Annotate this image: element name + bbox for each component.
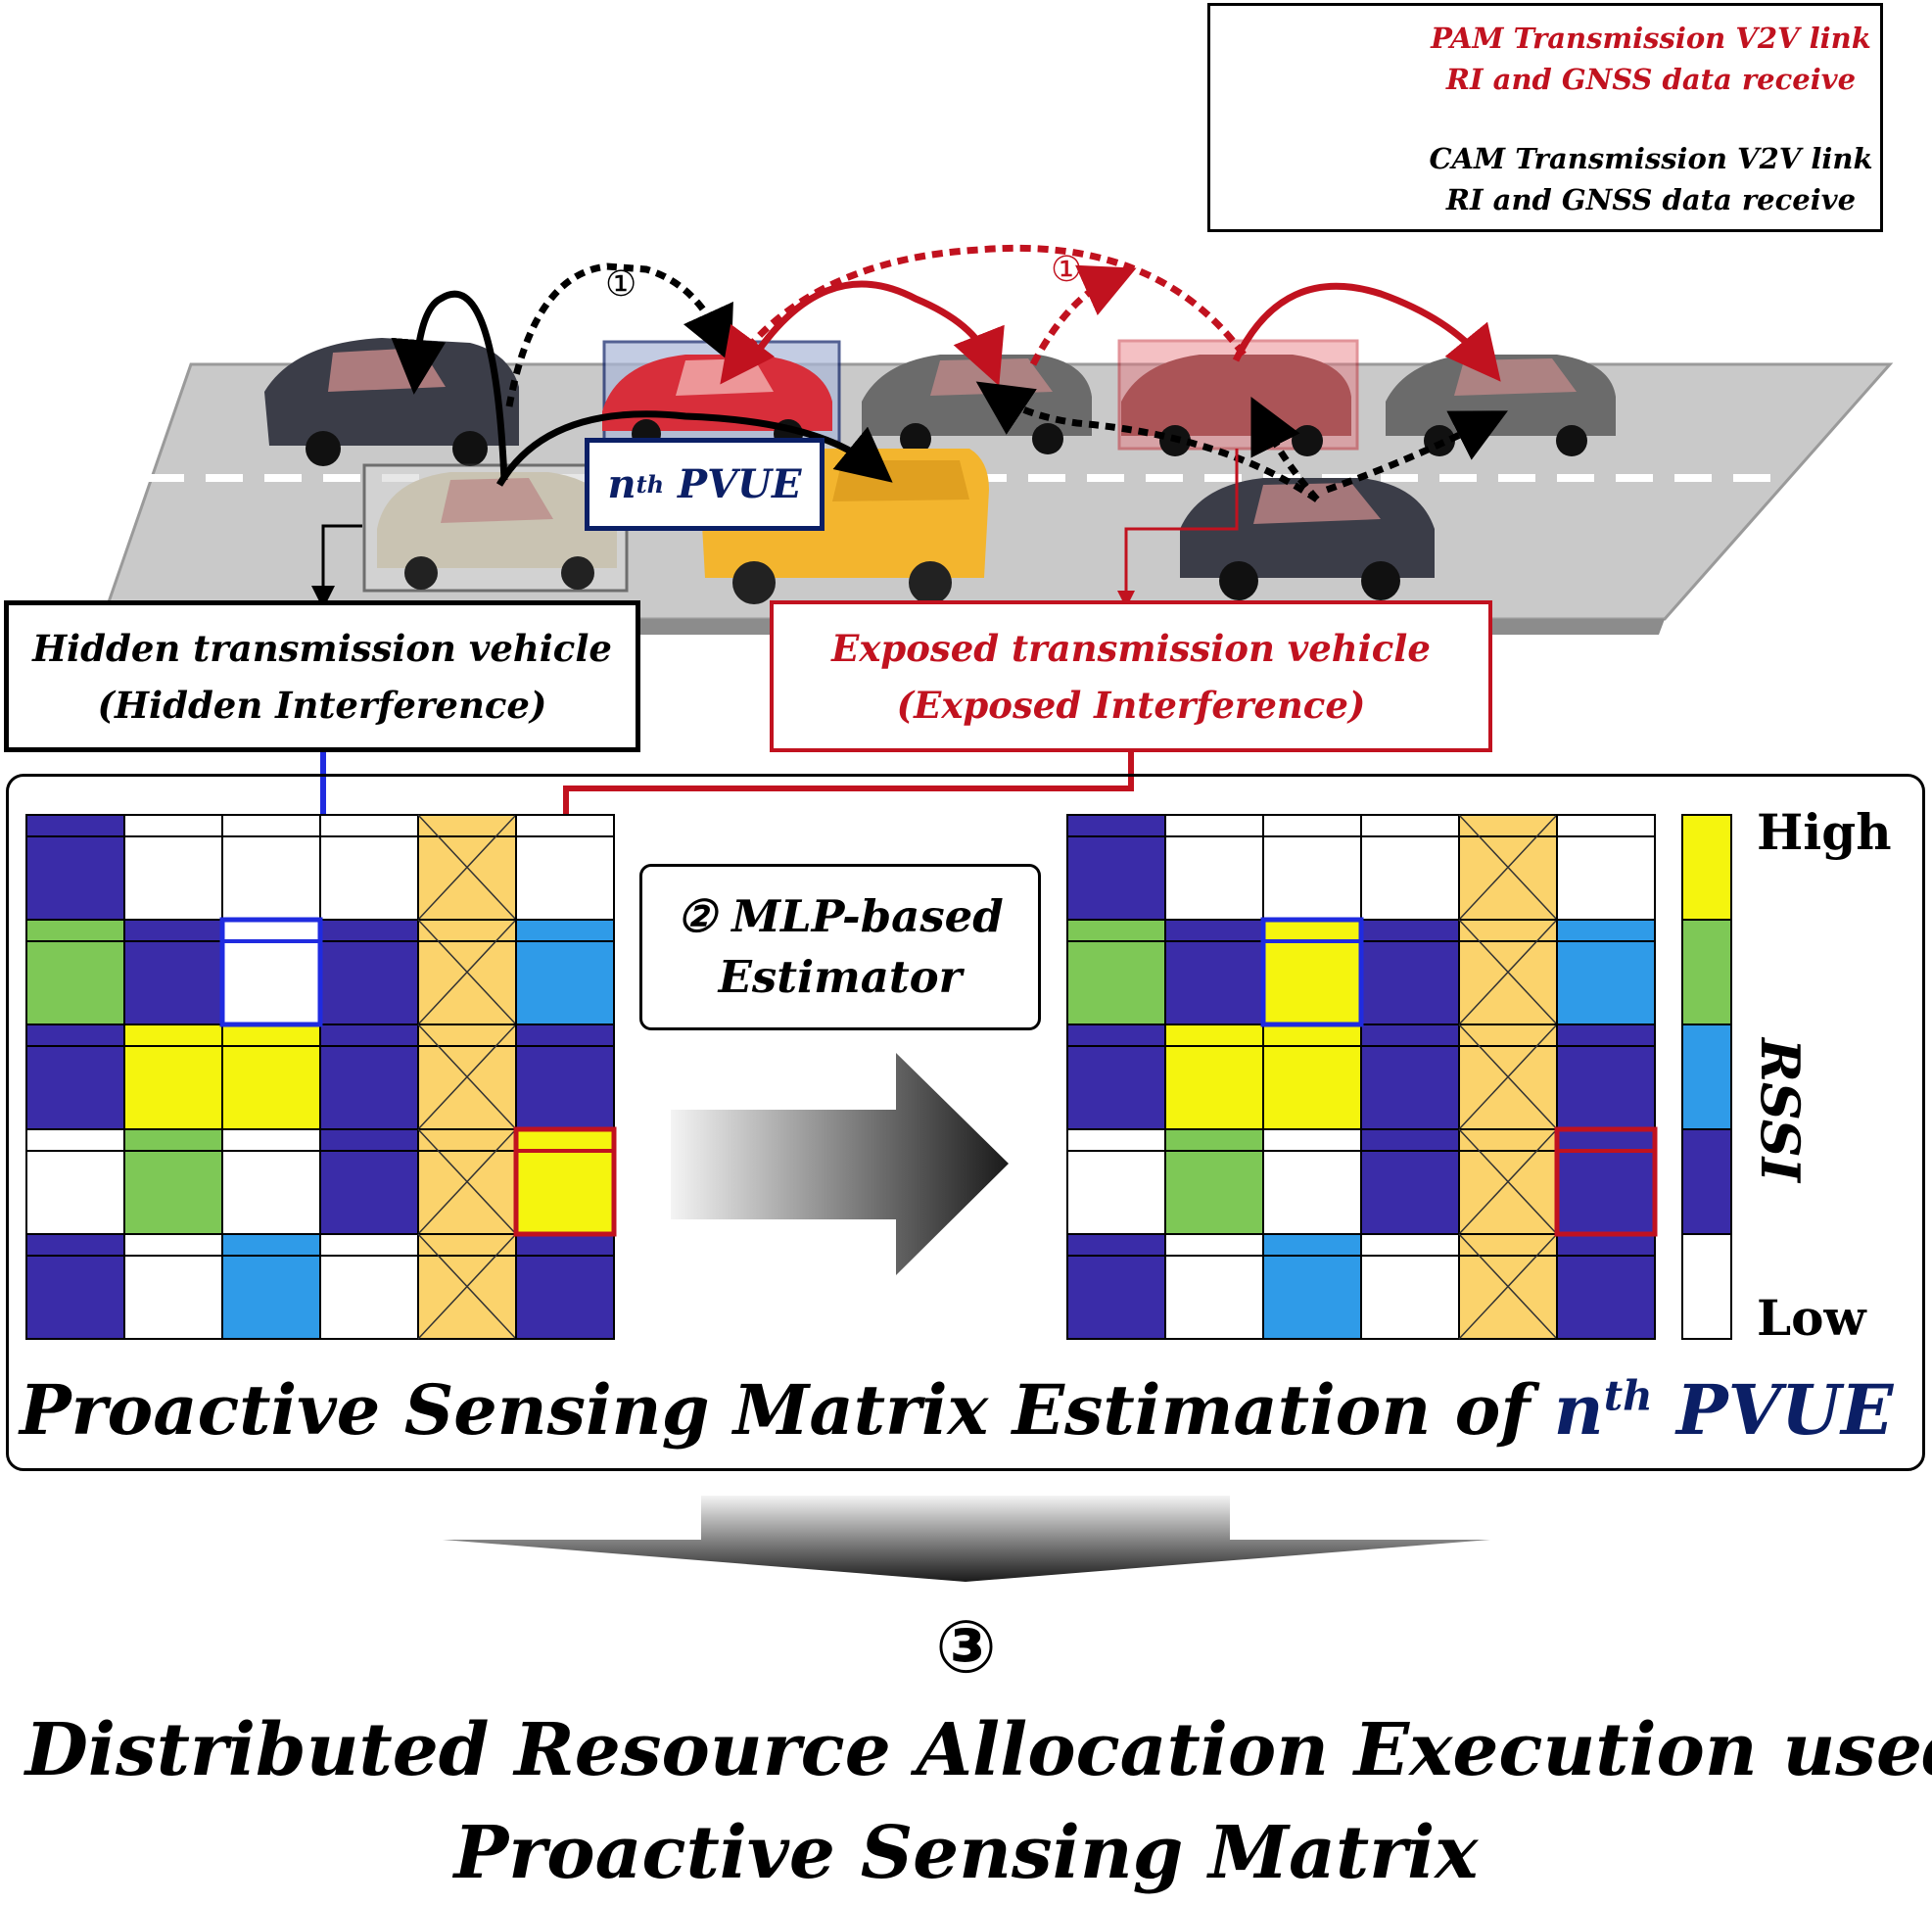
matrix-cell xyxy=(25,1233,125,1340)
exposed-highlight-cell xyxy=(513,1126,617,1237)
exposed-line1: Exposed transmission vehicle xyxy=(831,626,1431,670)
matrix-cell xyxy=(1164,1024,1264,1130)
matrix-cell xyxy=(515,814,615,921)
hatch-line xyxy=(417,1233,517,1340)
pvue-text: PVUE xyxy=(664,461,802,507)
panel-title-n: n xyxy=(1553,1369,1604,1451)
pvue-n: n xyxy=(607,461,636,507)
step3-marker: ③ xyxy=(935,1605,997,1690)
matrix-cell xyxy=(1066,919,1166,1025)
panel-title-prefix: Proactive Sensing Matrix Estimation of xyxy=(20,1369,1554,1451)
matrix-cell xyxy=(1066,814,1166,921)
rssi-scale-step xyxy=(1681,1024,1732,1130)
matrix-cell xyxy=(1556,1233,1656,1340)
hatch-line xyxy=(1458,1128,1558,1235)
matrix-cell xyxy=(221,1233,321,1340)
matrix-cell xyxy=(123,1233,223,1340)
mlp-estimator-box: ② MLP-based Estimator xyxy=(639,864,1041,1030)
mlp-line2: Estimator xyxy=(718,951,963,1003)
legend: PAM Transmission V2V link RI and GNSS da… xyxy=(1207,3,1883,232)
estimation-arrow xyxy=(671,1053,1009,1275)
legend-cam-line2: RI and GNSS data receive xyxy=(1445,183,1857,216)
hidden-highlight-cell xyxy=(1260,917,1364,1027)
step1-marker-pam: ① xyxy=(1051,250,1083,290)
car-dark-right xyxy=(1180,478,1435,600)
matrix-cell xyxy=(1556,1128,1656,1235)
hatch-line xyxy=(1458,1024,1558,1130)
matrix-cell xyxy=(221,1024,321,1130)
matrix-cell xyxy=(221,1128,321,1235)
rssi-scale-step xyxy=(1681,1233,1732,1340)
matrix-cell xyxy=(221,814,321,921)
down-arrow xyxy=(443,1496,1490,1582)
rssi-scale-step xyxy=(1681,814,1732,921)
final-step-title: ③ Distributed Resource Allocation Execut… xyxy=(0,1596,1932,1905)
matrix-cell xyxy=(1556,1024,1656,1130)
hatch-line xyxy=(1458,1233,1558,1340)
matrix-cell xyxy=(1262,814,1362,921)
matrix-cell xyxy=(319,1128,419,1235)
matrix-cell xyxy=(1556,814,1656,921)
hatch-line xyxy=(417,1128,517,1235)
hatch-line xyxy=(1458,814,1558,921)
panel-title: Proactive Sensing Matrix Estimation of n… xyxy=(20,1369,1893,1451)
matrix-cell xyxy=(515,919,615,1025)
sensing-matrix-after xyxy=(1066,814,1658,1340)
hatch-line xyxy=(1458,919,1558,1025)
hidden-line2: (Hidden Interference) xyxy=(97,683,547,727)
legend-pam-line1: PAM Transmission V2V link xyxy=(1431,22,1871,55)
estimation-panel xyxy=(6,774,1925,1471)
hatch-line xyxy=(417,1024,517,1130)
matrix-cell xyxy=(319,1233,419,1340)
matrix-cell xyxy=(1066,1233,1166,1340)
rssi-high-label: High xyxy=(1757,803,1892,861)
matrix-cell xyxy=(1360,1128,1460,1235)
matrix-cell xyxy=(1360,1233,1460,1340)
hatch-line xyxy=(417,814,517,921)
car-silver-hidden xyxy=(362,463,629,593)
exposed-vehicle-box: Exposed transmission vehicle (Exposed In… xyxy=(770,600,1492,752)
matrix-cell xyxy=(1360,1024,1460,1130)
v2v-arrows xyxy=(311,244,1508,609)
matrix-cell xyxy=(515,1128,615,1235)
exposed-line2: (Exposed Interference) xyxy=(896,683,1366,727)
legend-cam-line1: CAM Transmission V2V link xyxy=(1429,142,1873,175)
matrix-cell xyxy=(319,1024,419,1130)
final-line2: Proactive Sensing Matrix xyxy=(453,1811,1479,1895)
hatch-line xyxy=(417,919,517,1025)
matrix-cell xyxy=(1164,1233,1264,1340)
matrix-cell xyxy=(1360,814,1460,921)
diagram-canvas xyxy=(25,13,1894,1582)
sensing-matrix-before xyxy=(25,814,617,1340)
matrix-cell xyxy=(515,1233,615,1340)
matrix-cell xyxy=(1262,1233,1362,1340)
hidden-highlight-cell xyxy=(219,917,323,1027)
matrix-cell xyxy=(123,814,223,921)
hidden-vehicle-box: Hidden transmission vehicle (Hidden Inte… xyxy=(4,600,640,752)
matrix-cell xyxy=(123,919,223,1025)
exposed-highlight-cell xyxy=(1554,1126,1658,1237)
pvue-sup: th xyxy=(636,470,665,499)
matrix-cell xyxy=(1262,1024,1362,1130)
matrix-cell xyxy=(1556,919,1656,1025)
rssi-scale-step xyxy=(1681,919,1732,1025)
panel-title-suffix: PVUE xyxy=(1652,1369,1894,1451)
rssi-color-scale xyxy=(1681,814,1732,1340)
hidden-line1: Hidden transmission vehicle xyxy=(32,626,612,670)
panel-title-sup: th xyxy=(1603,1371,1653,1420)
step1-marker-cam: ① xyxy=(605,264,637,305)
rssi-low-label: Low xyxy=(1757,1289,1866,1347)
matrix-cell xyxy=(1164,1128,1264,1235)
legend-pam-line2: RI and GNSS data receive xyxy=(1445,63,1857,96)
matrix-cell xyxy=(123,1024,223,1130)
matrix-cell xyxy=(25,814,125,921)
final-line1: Distributed Resource Allocation Executio… xyxy=(0,1708,1932,1792)
rssi-axis-text: RSSI xyxy=(1749,1038,1812,1182)
mlp-line1: ② MLP-based xyxy=(677,890,1004,942)
matrix-cell xyxy=(25,1024,125,1130)
matrix-cell xyxy=(515,1024,615,1130)
